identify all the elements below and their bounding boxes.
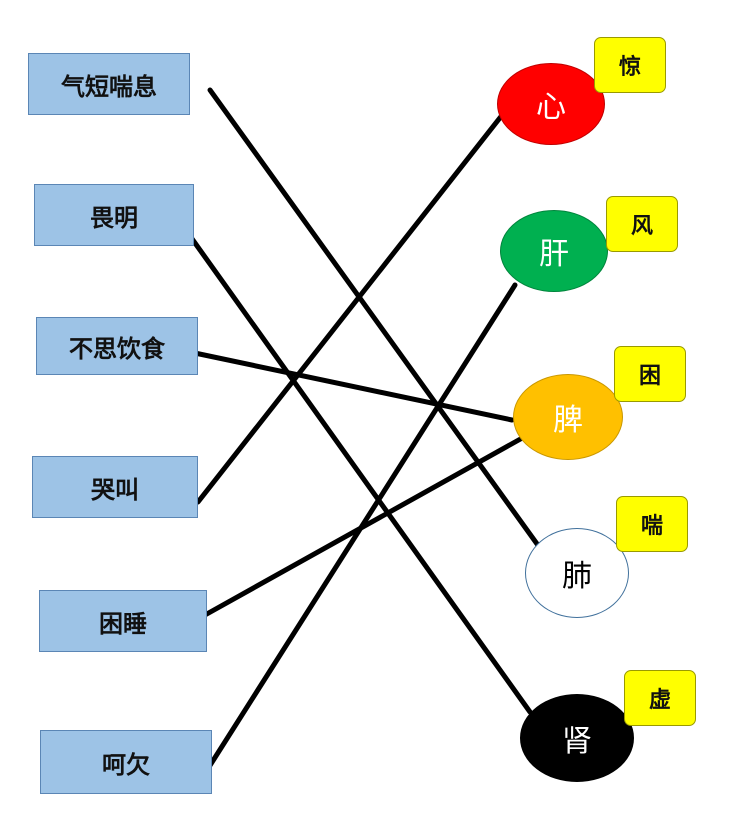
organ-label: 脾 xyxy=(553,403,583,438)
tag-label: 喘 xyxy=(640,514,663,539)
symptom-box-1: 气短喘息 xyxy=(28,53,190,115)
organ-tag-spleen: 困 xyxy=(614,346,686,402)
line-s5-o3 xyxy=(202,429,536,618)
line-s3-o3 xyxy=(187,349,515,423)
symptom-box-2: 畏明 xyxy=(34,184,194,246)
symptom-box-4: 哭叫 xyxy=(32,456,198,518)
symptom-label: 哭叫 xyxy=(91,475,139,504)
organ-tag-liver: 风 xyxy=(606,196,678,252)
symptom-label: 畏明 xyxy=(90,203,138,232)
organ-liver: 肝 xyxy=(500,210,608,292)
tag-label: 惊 xyxy=(618,55,641,80)
line-s4-o1 xyxy=(195,102,513,505)
organ-label: 肝 xyxy=(539,237,569,272)
symptom-box-5: 困睡 xyxy=(39,590,207,652)
symptom-label: 困睡 xyxy=(99,609,147,638)
line-s6-o2 xyxy=(199,282,518,781)
symptom-label: 不思饮食 xyxy=(69,334,165,363)
symptom-label: 呵欠 xyxy=(102,750,150,779)
tag-label: 虚 xyxy=(648,688,671,713)
organ-spleen: 脾 xyxy=(513,374,623,460)
symptom-box-3: 不思饮食 xyxy=(36,317,198,375)
organ-label: 肾 xyxy=(562,724,592,759)
organ-tag-heart: 惊 xyxy=(594,37,666,93)
tag-label: 困 xyxy=(638,364,661,389)
symptom-label: 气短喘息 xyxy=(61,72,157,101)
tag-label: 风 xyxy=(630,214,653,239)
organ-label: 肺 xyxy=(562,559,592,594)
organ-tag-kidney: 虚 xyxy=(624,670,696,726)
organ-lung: 肺 xyxy=(525,528,629,618)
line-s2-o5 xyxy=(177,219,533,715)
line-s1-o4 xyxy=(207,87,548,558)
symptom-box-6: 呵欠 xyxy=(40,730,212,794)
organ-kidney: 肾 xyxy=(520,694,634,782)
organ-tag-lung: 喘 xyxy=(616,496,688,552)
organ-label: 心 xyxy=(536,90,566,125)
organ-heart: 心 xyxy=(497,63,605,145)
